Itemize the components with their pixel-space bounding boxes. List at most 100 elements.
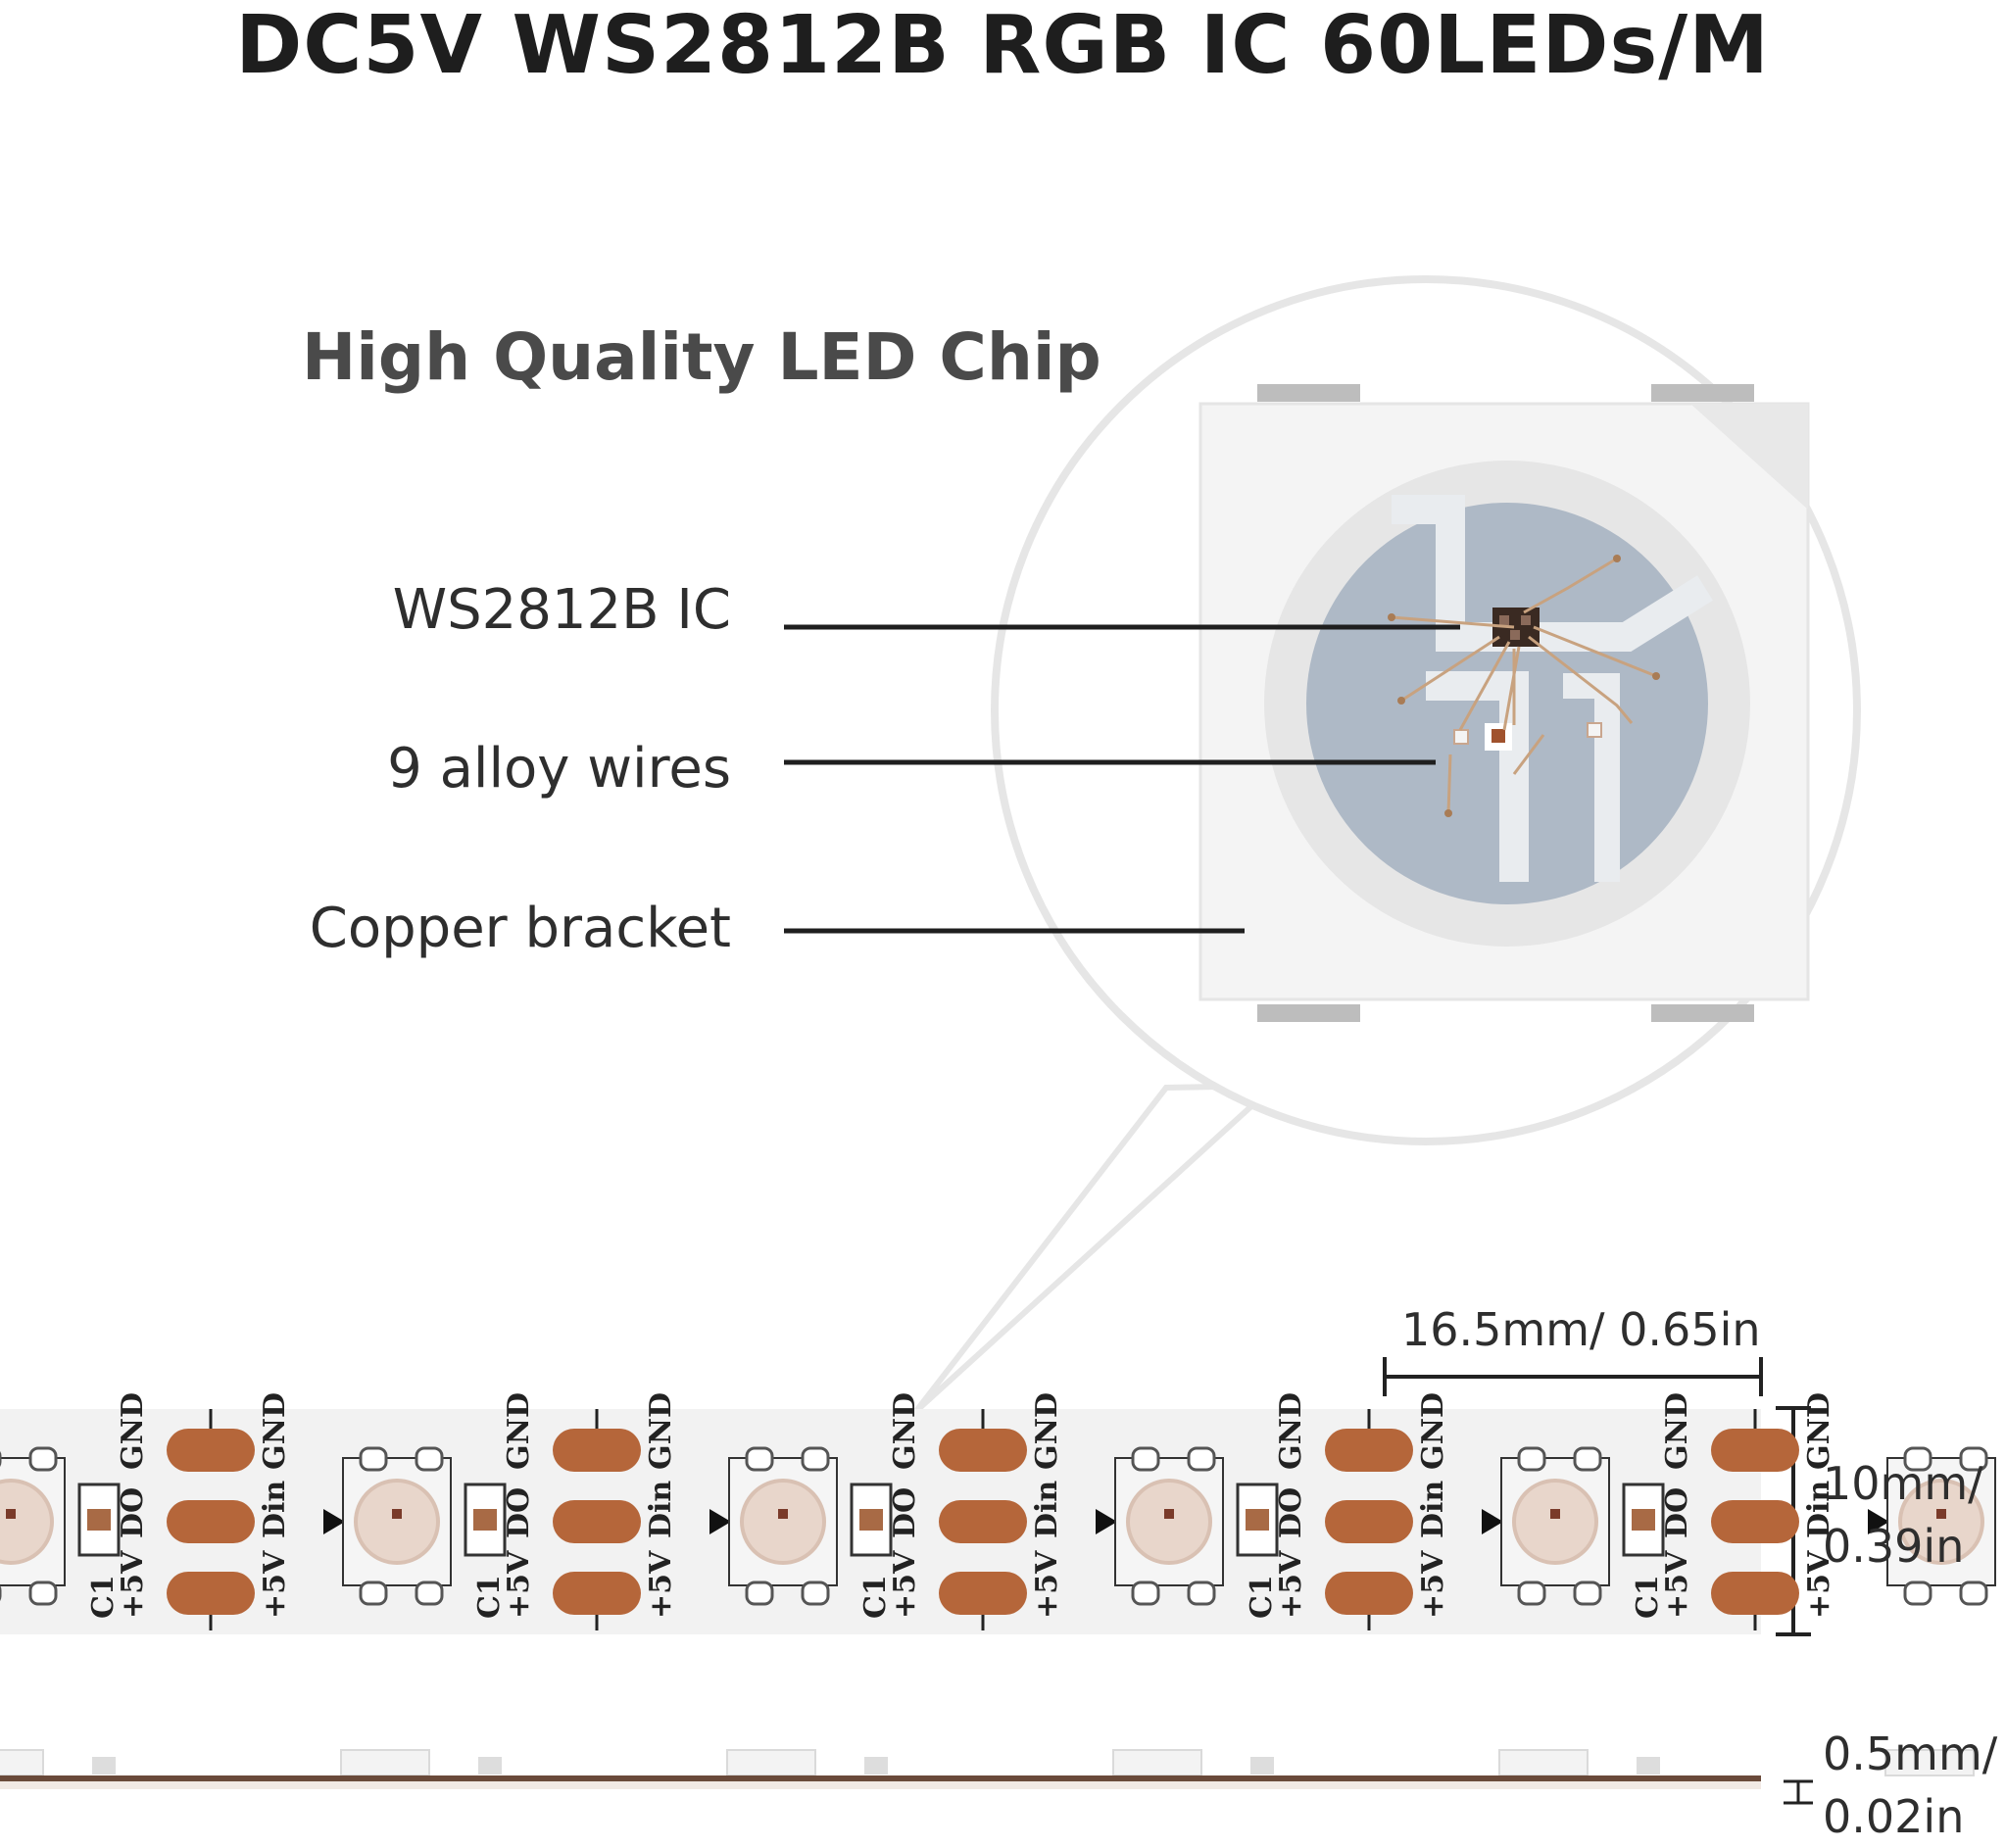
copper-pad [1325,1572,1413,1615]
side-led [1498,1749,1589,1776]
led-pin [1573,1581,1602,1606]
led-die [6,1509,16,1519]
copper-pad [939,1500,1027,1543]
pin-label-din: Din [644,1481,678,1538]
dimension-width-mm: 10mm/ [1823,1457,1983,1510]
led-pin [745,1446,774,1472]
led-pin [1187,1581,1216,1606]
led-lens [1898,1479,1984,1565]
led-pin [28,1581,58,1606]
pin-label-gnd: GND [1416,1392,1450,1470]
led-pin [359,1446,388,1472]
led-die [392,1509,402,1519]
led-pin [745,1581,774,1606]
side-capacitor [478,1757,502,1775]
copper-pad [1325,1500,1413,1543]
copper-pad [1325,1429,1413,1472]
led-pin [28,1446,58,1472]
direction-arrow [1482,1509,1503,1534]
pin-label-c1: C1 [1631,1575,1665,1619]
side-capacitor [864,1757,888,1775]
pin-label-gnd: GND [116,1392,150,1470]
magnifier-pointer [913,1082,1282,1414]
pin-label-5v: +5V [116,1550,150,1619]
callout-alloy-wires: 9 alloy wires [387,737,731,801]
led-pin [1517,1581,1546,1606]
led-die [1550,1509,1560,1519]
direction-arrow [1096,1509,1117,1534]
dimension-pitch: 16.5mm/ 0.65in [1401,1303,1761,1356]
copper-pad [939,1429,1027,1472]
capacitor [1632,1509,1655,1531]
copper-pad [553,1500,641,1543]
capacitor-outline [1236,1483,1279,1557]
led-lens [740,1479,826,1565]
pin-label-5v: +5V [1416,1550,1450,1619]
led-lens [1126,1479,1212,1565]
side-led [340,1749,430,1776]
pin-label-5v: +5V [258,1550,292,1619]
copper-pad [553,1429,641,1472]
pin-label-do: DO [1660,1487,1694,1538]
led-pin [415,1581,444,1606]
pin-label-gnd: GND [1802,1392,1836,1470]
pin-label-c1: C1 [472,1575,507,1619]
led-die [1936,1509,1946,1519]
side-led [726,1749,816,1776]
side-pcb [0,1775,1761,1781]
pin-label-din: Din [1416,1481,1450,1538]
pin-label-c1: C1 [1245,1575,1279,1619]
pin-label-gnd: GND [888,1392,922,1470]
dimension-thickness-in: 0.02in [1823,1790,1965,1843]
side-led [1112,1749,1202,1776]
side-capacitor [92,1757,116,1775]
capacitor [859,1509,883,1531]
led-lens [1512,1479,1598,1565]
pin-label-gnd: GND [1660,1392,1694,1470]
copper-pad [1711,1572,1799,1615]
side-capacitor [1250,1757,1274,1775]
pin-label-5v: +5V [644,1550,678,1619]
pin-label-c1: C1 [86,1575,121,1619]
pin-label-5v: +5V [1274,1550,1308,1619]
led-pin [1131,1581,1160,1606]
side-adhesive [0,1781,1761,1789]
pin-label-5v: +5V [1030,1550,1064,1619]
pin-label-do: DO [888,1487,922,1538]
pin-label-c1: C1 [858,1575,893,1619]
led-pin [801,1581,830,1606]
led-pin [1131,1446,1160,1472]
led-die [1164,1509,1174,1519]
alloy-wires [1391,557,1657,814]
copper-pad [1711,1429,1799,1472]
pin-label-gnd: GND [258,1392,292,1470]
pin-label-din: Din [1030,1481,1064,1538]
callout-copper-bracket: Copper bracket [309,897,731,960]
led-pin [1959,1581,1988,1606]
led-pin [801,1446,830,1472]
copper-pad [553,1572,641,1615]
led-pin [1903,1446,1932,1472]
side-led [0,1749,44,1776]
copper-pad [939,1572,1027,1615]
pin-label-din: Din [258,1481,292,1538]
led-pin [1517,1446,1546,1472]
pin-label-5v: +5V [1802,1550,1836,1619]
led-die [778,1509,788,1519]
pin-label-5v: +5V [888,1550,922,1619]
led-pin [1903,1581,1932,1606]
pin-label-gnd: GND [502,1392,536,1470]
dimension-width-in: 0.39in [1823,1520,1965,1573]
side-capacitor [1637,1757,1660,1775]
pin-label-do: DO [502,1487,536,1538]
pin-label-5v: +5V [1660,1550,1694,1619]
callout-ws2812b-ic: WS2812B IC [392,578,731,642]
led-strip-top-view: +5VDinGND+5VDOGNDC1+5VDinGND+5VDOGNDC1+5… [0,1392,1996,1634]
capacitor [473,1509,497,1531]
page-title: DC5V WS2812B RGB IC 60LEDs/M [235,0,1770,92]
dimension-width: 10mm/ 0.39in [1823,1452,1983,1578]
led-lens [0,1479,54,1565]
led-chip-zoomed [1198,384,1810,1022]
led-lens [354,1479,440,1565]
